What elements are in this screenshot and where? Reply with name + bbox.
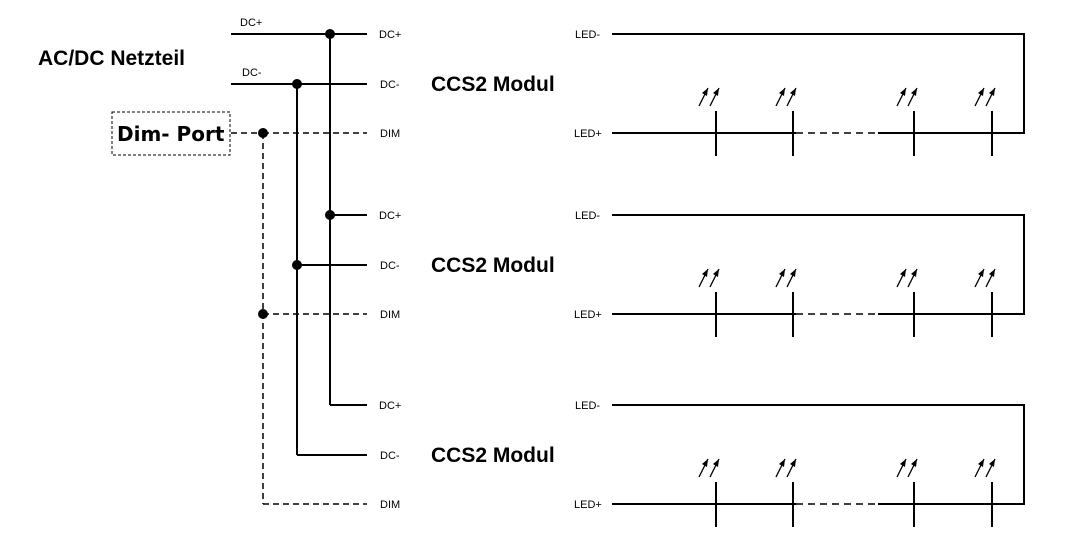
module-dim-label: DIM bbox=[380, 499, 400, 511]
module-dc-minus-label: DC- bbox=[380, 260, 400, 272]
arrow-head-icon bbox=[790, 459, 796, 467]
psu-dc-minus-label: DC- bbox=[242, 67, 262, 79]
module-led-plus-label: LED+ bbox=[574, 499, 602, 511]
arrow-head-icon bbox=[702, 459, 708, 467]
junction-dot bbox=[325, 210, 335, 220]
dim-port-title: Dim- Port bbox=[117, 122, 225, 146]
module-led-minus-label: LED- bbox=[575, 400, 600, 412]
arrow-head-icon bbox=[702, 88, 708, 96]
power-supply-title: AC/DC Netzteil bbox=[38, 47, 185, 70]
arrow-head-icon bbox=[779, 88, 785, 96]
arrow-head-icon bbox=[713, 88, 719, 96]
led-loop-wire bbox=[612, 214, 1025, 315]
module-dc-plus-label: DC+ bbox=[379, 400, 401, 412]
arrow-head-icon bbox=[900, 88, 906, 96]
arrow-head-icon bbox=[911, 459, 917, 467]
arrow-head-icon bbox=[989, 269, 995, 277]
arrow-head-icon bbox=[702, 269, 708, 277]
module-title: CCS2 Modul bbox=[431, 444, 555, 467]
arrow-head-icon bbox=[713, 459, 719, 467]
module-led-plus-label: LED+ bbox=[574, 128, 602, 140]
arrow-head-icon bbox=[900, 459, 906, 467]
arrow-head-icon bbox=[779, 269, 785, 277]
arrow-head-icon bbox=[978, 459, 984, 467]
module-dim-label: DIM bbox=[380, 128, 400, 140]
arrow-head-icon bbox=[779, 459, 785, 467]
arrow-head-icon bbox=[790, 269, 796, 277]
module-title: CCS2 Modul bbox=[431, 73, 555, 96]
module-dc-minus-label: DC- bbox=[380, 79, 400, 91]
psu-dc-plus-label: DC+ bbox=[240, 17, 262, 29]
arrow-head-icon bbox=[713, 269, 719, 277]
module-dim-label: DIM bbox=[380, 309, 400, 321]
arrow-head-icon bbox=[978, 269, 984, 277]
module-dc-plus-label: DC+ bbox=[379, 210, 401, 222]
junction-dot bbox=[258, 128, 268, 138]
led-loop-wire bbox=[612, 404, 1025, 505]
arrow-head-icon bbox=[911, 88, 917, 96]
arrow-head-icon bbox=[989, 88, 995, 96]
module-title: CCS2 Modul bbox=[431, 254, 555, 277]
junction-dot bbox=[292, 260, 302, 270]
module-led-minus-label: LED- bbox=[575, 29, 600, 41]
led-loop-wire bbox=[612, 33, 1025, 134]
junction-dot bbox=[258, 309, 268, 319]
module-dc-minus-label: DC- bbox=[380, 450, 400, 462]
module-led-minus-label: LED- bbox=[575, 210, 600, 222]
junction-dot bbox=[292, 79, 302, 89]
dim-port-box bbox=[111, 111, 231, 156]
module-dc-plus-label: DC+ bbox=[379, 29, 401, 41]
arrow-head-icon bbox=[989, 459, 995, 467]
arrow-head-icon bbox=[911, 269, 917, 277]
module-led-plus-label: LED+ bbox=[574, 309, 602, 321]
arrow-head-icon bbox=[900, 269, 906, 277]
arrow-head-icon bbox=[978, 88, 984, 96]
arrow-head-icon bbox=[790, 88, 796, 96]
junction-dot bbox=[325, 29, 335, 39]
